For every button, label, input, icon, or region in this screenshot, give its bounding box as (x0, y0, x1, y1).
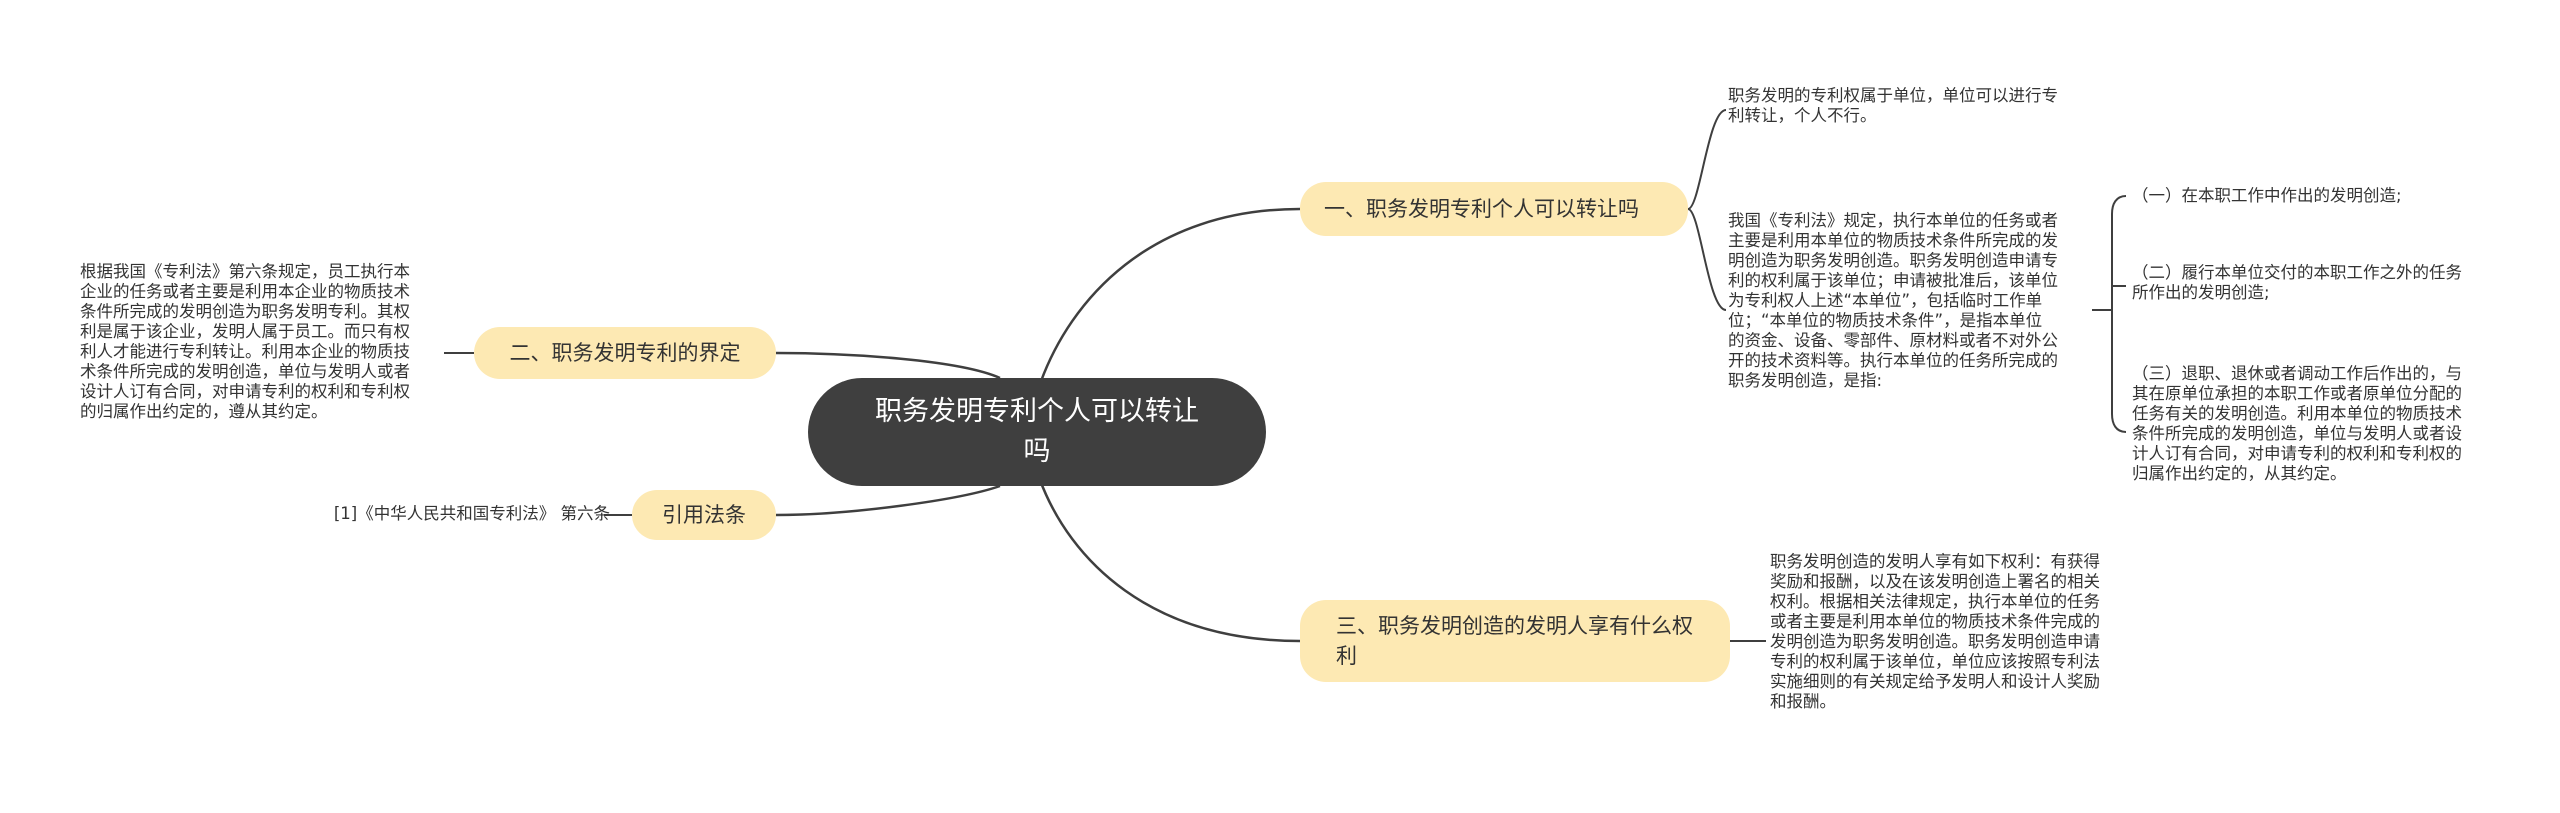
branch-inventor-rights[interactable]: 三、职务发明创造的发明人享有什么权利 (1300, 600, 1730, 682)
text-citation: [1]《中华人民共和国专利法》 第六条 (333, 504, 610, 523)
text-inventor-rights: 职务发明创造的发明人享有如下权利：有获得 奖励和报酬，以及在该发明创造上署名的相… (1770, 552, 2100, 711)
connector-branch1-ownership (1687, 109, 1727, 210)
branch-label: 二、职务发明专利的界定 (509, 341, 741, 365)
connector-bracket-sub-items (2111, 195, 2127, 433)
root-topic-label: 职务发明专利个人可以转让吗 (875, 396, 1199, 467)
connector-root-branch3 (1038, 479, 1301, 643)
root-topic[interactable]: 职务发明专利个人可以转让吗 (808, 378, 1266, 486)
sub-item-2: （二）履行本单位交付的本职工作之外的任务 所作出的发明创造; (2132, 263, 2462, 302)
branch-transfer-question[interactable]: 一、职务发明专利个人可以转让吗 (1300, 182, 1688, 236)
branch-label: 一、职务发明专利个人可以转让吗 (1324, 197, 1639, 221)
connector-root-branch1 (1038, 207, 1301, 385)
sub-item-1: （一）在本职工作中作出的发明创造; (2132, 186, 2402, 205)
branch-definition[interactable]: 二、职务发明专利的界定 (474, 327, 776, 379)
sub-item-3: （三）退职、退休或者调动工作后作出的，与 其在原单位承担的本职工作或者原单位分配… (2132, 364, 2462, 483)
connector-root-citation-ref (775, 484, 1001, 517)
connector-branch1-patent-law (1687, 208, 1727, 311)
connector-root-branch2 (775, 351, 1001, 380)
branch-label: 引用法条 (662, 503, 746, 527)
text-definition: 根据我国《专利法》第六条规定，员工执行本 企业的任务或者主要是利用本企业的物质技… (80, 262, 410, 421)
text-ownership: 职务发明的专利权属于单位，单位可以进行专 利转让，个人不行。 (1728, 86, 2058, 125)
branch-label: 三、职务发明创造的发明人享有什么权利 (1336, 614, 1693, 668)
text-patent-law: 我国《专利法》规定，执行本单位的任务或者 主要是利用本单位的物质技术条件所完成的… (1728, 211, 2058, 390)
branch-citation[interactable]: 引用法条 (632, 490, 776, 540)
